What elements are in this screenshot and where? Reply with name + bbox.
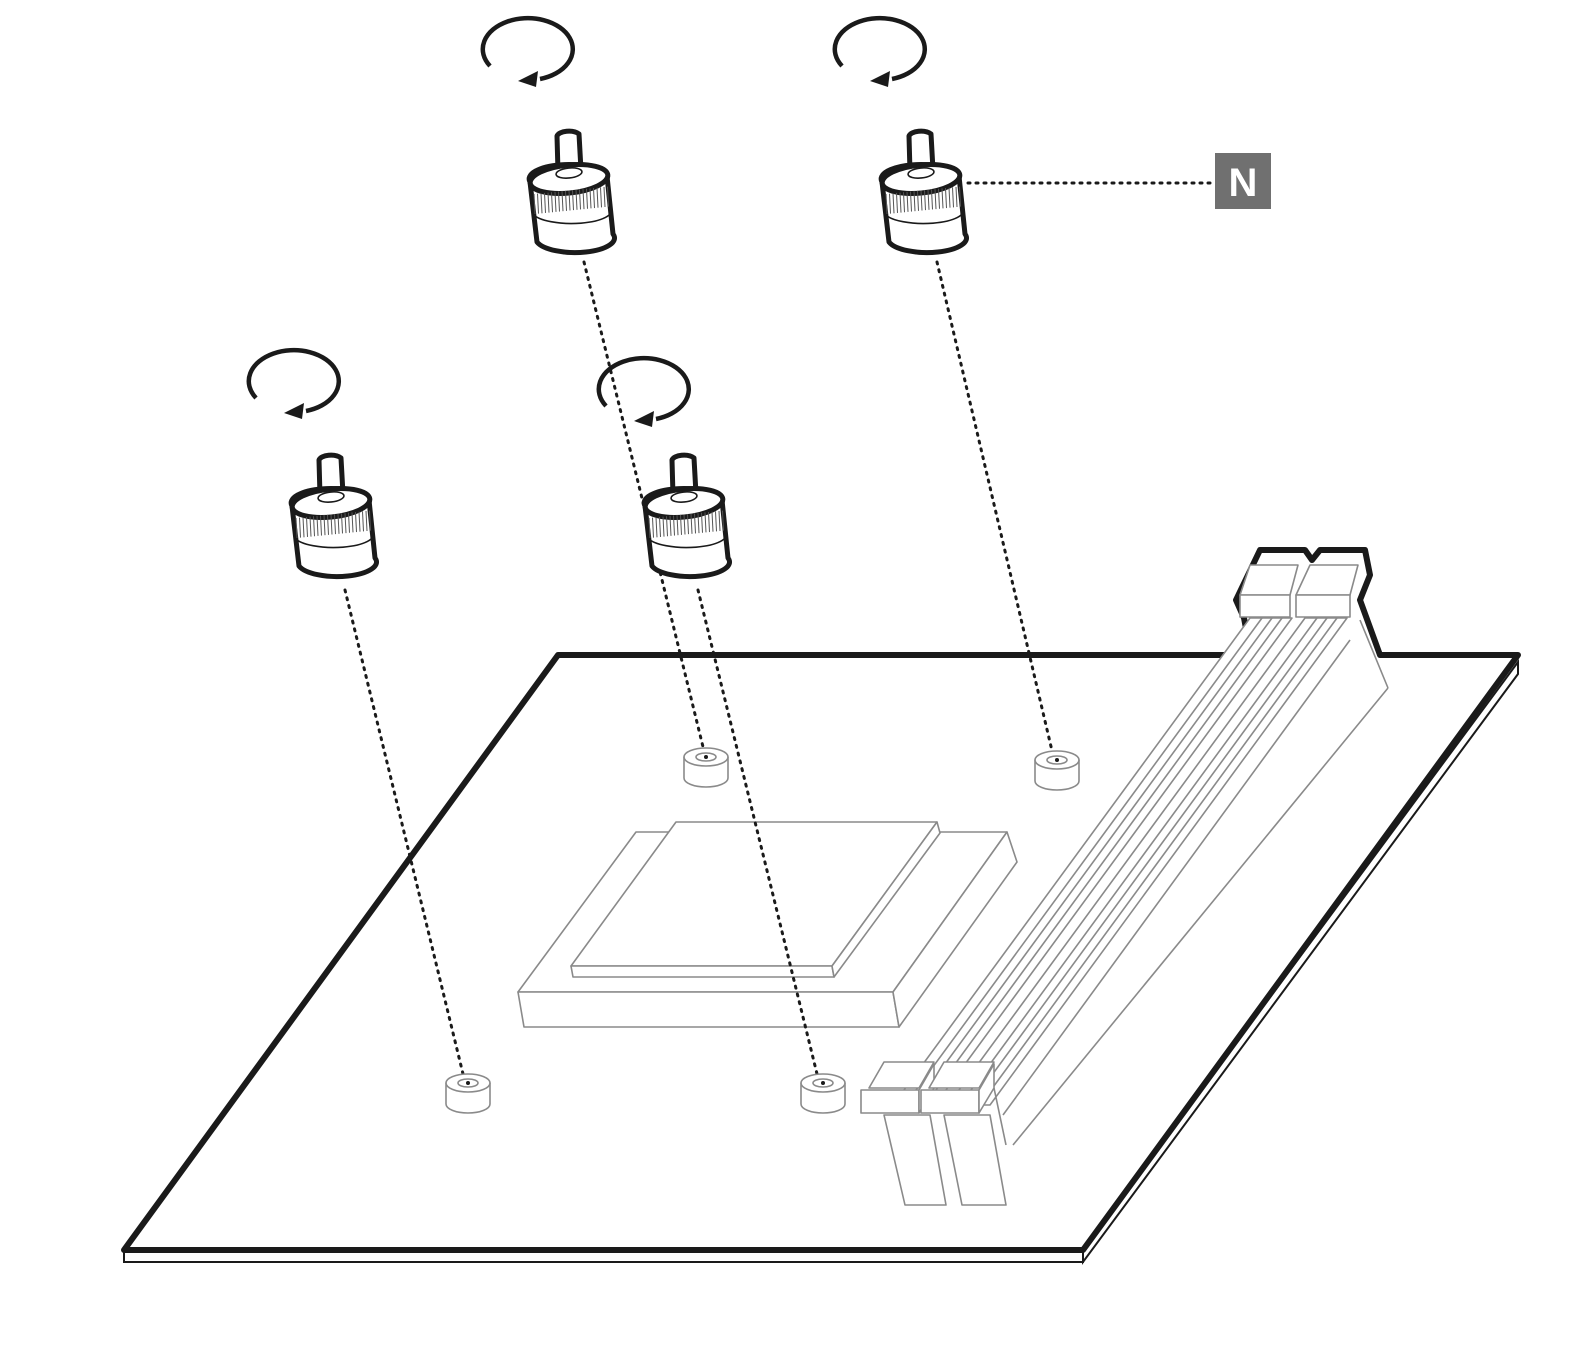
standoff-back-left-knurl: [533, 186, 609, 215]
callout-label: N: [1215, 153, 1271, 209]
rotation-arrows: [246, 15, 927, 427]
mount-holes: [445, 747, 1080, 1114]
standoff-front-left-pin-base: [317, 491, 345, 503]
standoff-front-right-knurl: [648, 510, 724, 539]
standoff-front-right-cap: [642, 485, 726, 521]
standoff-back-right-rotation-arrowhead: [870, 71, 890, 87]
standoff-front-right-rotation-arc: [596, 355, 691, 422]
mount-hole-front-right: [800, 1073, 846, 1114]
standoff-front-left-knurl: [295, 510, 371, 539]
standoff-front-left-rotation-arrowhead: [284, 403, 304, 419]
standoff-back-right-pin-base: [907, 167, 935, 179]
standoff-back-right-rotation-arc: [832, 15, 927, 82]
standoff-front-right-pin-base: [670, 491, 698, 503]
standoff-front-right: [641, 452, 732, 580]
memory-slots: [860, 564, 1389, 1206]
mount-hole-back-left: [683, 747, 729, 788]
standoff-front-right-knurl-edge: [647, 531, 727, 549]
standoff-back-right-rotation-arrow: [832, 15, 927, 87]
socket-frame-side: [892, 831, 1018, 1028]
alignment-line-front-left: [343, 588, 466, 1080]
standoff-front-left-pin: [316, 452, 346, 499]
standoff-back-left-pin-base: [555, 167, 583, 179]
mount-hole-back-right: [1034, 750, 1080, 791]
standoff-front-left-cap: [289, 485, 373, 521]
standoff-back-left-cap: [527, 161, 611, 197]
standoff-front-right-pin: [669, 452, 699, 499]
standoff-front-right-rotation-arrowhead: [634, 411, 654, 427]
standoff-front-left: [288, 452, 379, 580]
standoff-back-left-rotation-arc: [480, 15, 575, 82]
standoff-back-left-rotation-arrowhead: [518, 71, 538, 87]
memory-latch-front-2: [920, 1061, 1007, 1206]
standoff-front-left-knurl-edge: [294, 531, 374, 549]
standoff-back-left-knurl-edge: [532, 207, 612, 225]
standoff-front-right-rotation-arrow: [596, 355, 691, 427]
standoff-back-right-knurl-edge: [884, 207, 964, 225]
alignment-lines: [343, 181, 1215, 1080]
standoff-back-right-knurl: [885, 186, 961, 215]
standoff-posts: [288, 128, 969, 580]
standoff-front-left-rotation-arrow: [246, 347, 341, 419]
cpu-lid-front: [570, 965, 835, 978]
standoff-back-right-pin: [906, 128, 936, 175]
alignment-line-front-right: [696, 588, 820, 1080]
callout-box: [1215, 153, 1271, 209]
alignment-line-back-left: [582, 260, 707, 757]
standoff-back-left: [526, 128, 617, 256]
callout-text: N: [1229, 161, 1258, 205]
socket-frame-front: [517, 991, 900, 1028]
standoff-back-right-cap: [879, 161, 963, 197]
mount-hole-front-left: [445, 1073, 491, 1114]
standoff-front-left-rotation-arc: [246, 347, 341, 414]
memory-latch-back-1: [1239, 564, 1299, 618]
standoff-back-left-rotation-arrow: [480, 15, 575, 87]
cpu-lid-side: [831, 821, 941, 978]
standoff-back-left-pin: [554, 128, 584, 175]
standoff-back-right: [878, 128, 969, 256]
memory-latch-back-2: [1295, 564, 1359, 618]
